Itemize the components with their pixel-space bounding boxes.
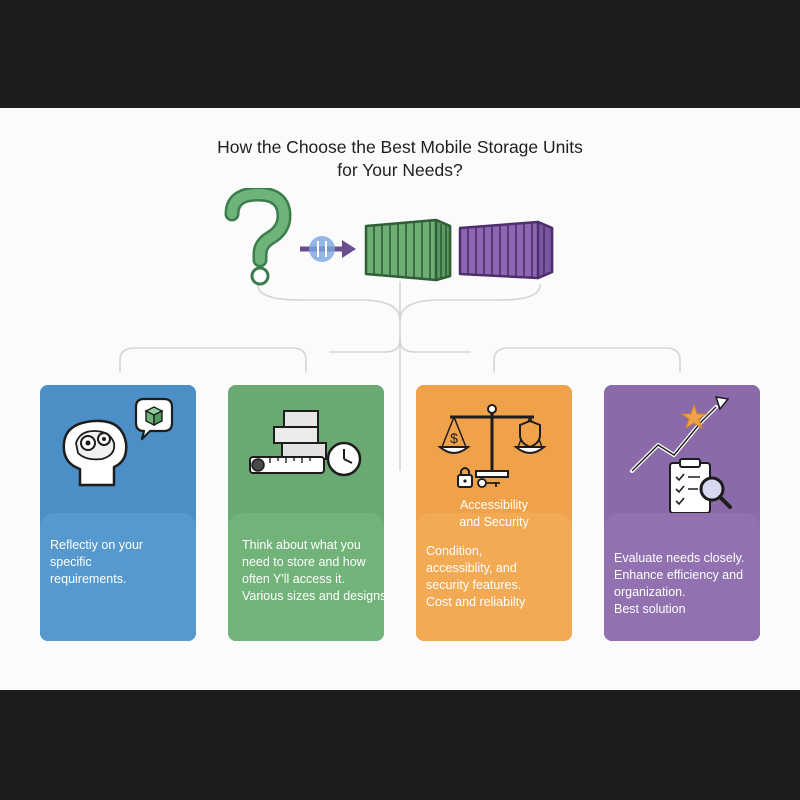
card-bottom-panel <box>40 513 196 641</box>
arrow-right-icon <box>300 236 356 262</box>
bottom-letterbox-bar <box>0 690 800 800</box>
card-bottom-panel <box>604 513 760 641</box>
card-description: Think about what you need to store and h… <box>242 538 384 603</box>
purple-shipping-container-icon <box>458 220 554 280</box>
stacked-boxes-icon <box>249 410 362 477</box>
card-description: Evaluate needs closely. Enhance efficien… <box>614 551 745 616</box>
top-letterbox-bar <box>0 0 800 108</box>
card-bottom-panel <box>228 513 384 641</box>
card-accessibility-security: $ Accessibility and Security Condition, … <box>416 385 572 641</box>
card-storage-needs: Think about what you need to store and h… <box>228 385 384 641</box>
question-mark-icon <box>224 188 292 286</box>
card-evaluate: Evaluate needs closely. Enhance efficien… <box>604 385 760 641</box>
svg-text:$: $ <box>450 430 458 446</box>
card-heading: Accessibility and Security <box>459 498 529 529</box>
title-line-1: How the Choose the Best Mobile Storage U… <box>217 137 583 157</box>
infographic-title: How the Choose the Best Mobile Storage U… <box>0 136 800 182</box>
rising-trend-icon <box>630 396 732 513</box>
title-line-2: for Your Needs? <box>337 160 463 180</box>
balance-scale-icon: $ <box>437 404 547 488</box>
card-reflect: Reflectiy on your specific requirements. <box>40 385 196 641</box>
card-description: Reflectiy on your specific requirements. <box>50 538 144 586</box>
card-description: Condition, accessiblity, and security fe… <box>426 544 526 609</box>
green-shipping-container-icon <box>364 218 452 282</box>
card-bottom-panel <box>416 513 572 641</box>
brain-gears-icon <box>62 397 174 487</box>
